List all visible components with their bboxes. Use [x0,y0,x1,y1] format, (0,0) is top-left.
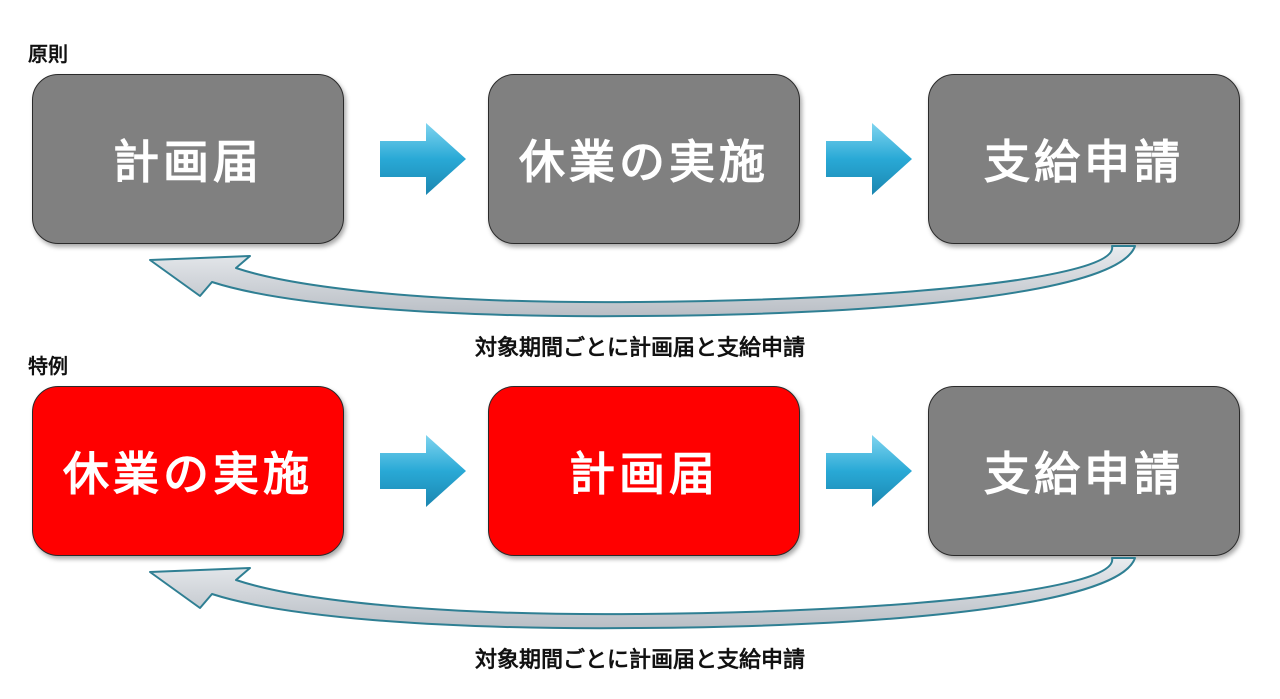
step-box-plan-submission: 計画届 [488,386,800,556]
loop-back-arrow-icon [149,557,1136,630]
arrow-right-icon [826,123,912,195]
arrow-right-icon [380,435,466,507]
caption-principle: 対象期間ごとに計画届と支給申請 [474,336,805,361]
step-box-benefit-application: 支給申請 [928,74,1240,244]
arrow-right-icon [826,435,912,507]
caption-exception: 対象期間ごとに計画届と支給申請 [474,648,805,673]
step-box-leave-implementation: 休業の実施 [488,74,800,244]
section-label-exception: 特例 [28,354,68,378]
step-box-leave-implementation: 休業の実施 [32,386,344,556]
arrow-right-icon [380,123,466,195]
step-box-benefit-application: 支給申請 [928,386,1240,556]
section-label-principle: 原則 [28,42,68,66]
loop-back-arrow-icon [149,245,1136,318]
step-box-plan-submission: 計画届 [32,74,344,244]
